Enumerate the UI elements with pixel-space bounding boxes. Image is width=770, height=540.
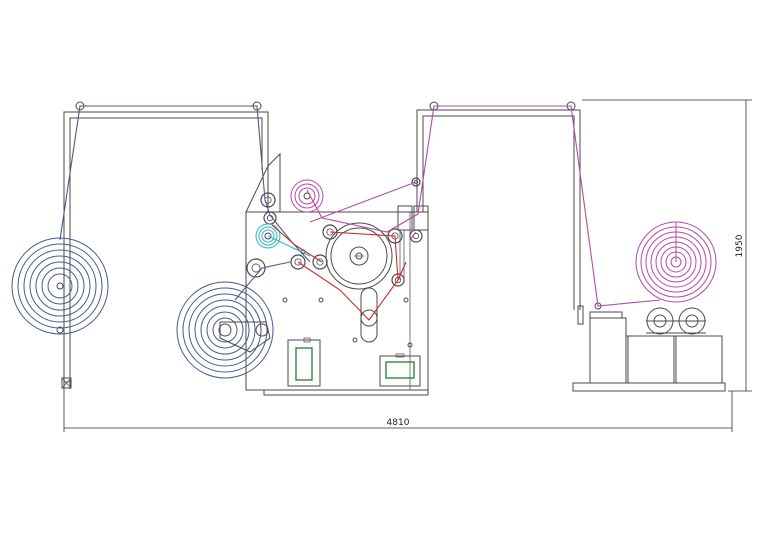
height-dimension: 1950 xyxy=(582,99,752,392)
roll-wrap xyxy=(200,305,250,355)
roll-wrap xyxy=(29,255,91,317)
roll-wrap xyxy=(182,287,268,373)
nip-rollers xyxy=(646,307,706,335)
roll-wrap xyxy=(258,226,278,246)
right-tower-frame xyxy=(416,101,581,310)
roll-wrap xyxy=(35,261,85,311)
roll-wrap xyxy=(206,311,244,349)
rewind-roll xyxy=(635,221,717,303)
roll-wrap xyxy=(176,281,274,379)
control-panel-right xyxy=(379,353,421,387)
roll-core xyxy=(56,282,64,290)
roll-wrap xyxy=(298,187,316,205)
web-path-magenta xyxy=(306,105,661,307)
left-unwind-roll xyxy=(11,237,109,335)
upper-pink-roll xyxy=(290,179,324,213)
dancer-slot xyxy=(360,287,378,343)
roll-wrap xyxy=(294,183,320,209)
roll-wrap xyxy=(261,229,275,243)
roll-wrap xyxy=(290,179,324,213)
guide-roller xyxy=(290,254,306,270)
roller-hub xyxy=(251,263,261,273)
roll-wrap xyxy=(17,243,103,329)
guide-roller xyxy=(246,258,266,278)
roll-wrap xyxy=(11,237,109,335)
control-panel-left xyxy=(287,337,321,387)
roll-wrap xyxy=(47,273,73,299)
guide-roller xyxy=(260,192,276,208)
roll-arm-pivot xyxy=(255,323,269,337)
cyan-roll xyxy=(255,223,281,249)
rewind-station xyxy=(572,302,726,392)
unwind-arm xyxy=(219,321,271,353)
guide-roller xyxy=(409,229,423,243)
height-label: 1950 xyxy=(735,234,745,257)
main-drum xyxy=(325,222,393,290)
length-label: 4810 xyxy=(387,418,410,428)
length-dimension: 4810 xyxy=(63,389,733,432)
web-path-blue xyxy=(59,105,311,301)
roll-core xyxy=(264,232,272,240)
web-path-cyan xyxy=(267,235,311,257)
roll-wrap xyxy=(255,223,281,249)
roll-wrap xyxy=(41,267,79,305)
roll-wrap xyxy=(188,293,262,367)
roller-hub xyxy=(294,258,302,266)
roller-hub xyxy=(413,179,419,185)
center-unwind-roll xyxy=(176,281,274,379)
roll-wrap xyxy=(194,299,256,361)
web-path-red xyxy=(271,224,407,321)
roll-core xyxy=(218,323,232,337)
roll-wrap xyxy=(212,317,238,343)
roll-wrap xyxy=(23,249,97,323)
roller-hub xyxy=(316,258,324,266)
guide-roller xyxy=(411,177,421,187)
